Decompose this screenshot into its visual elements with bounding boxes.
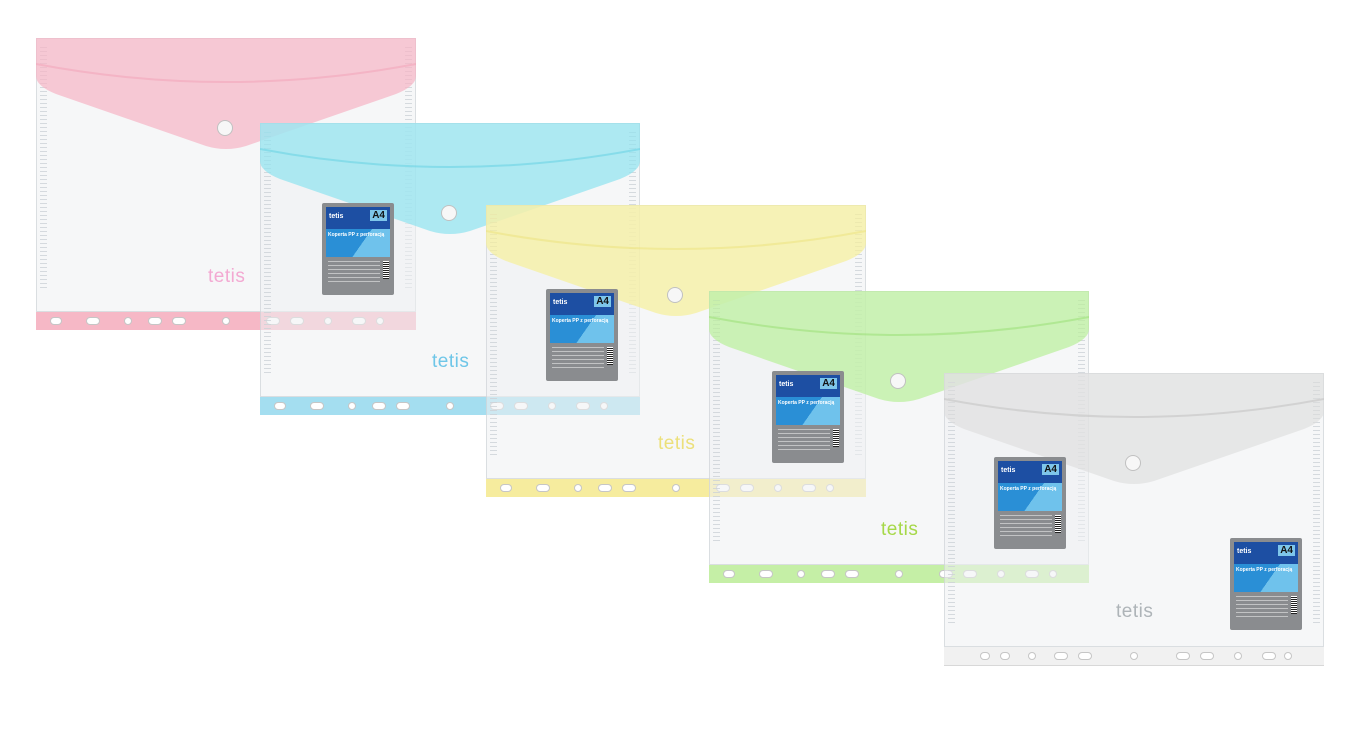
tetis-logo: tetis (881, 519, 918, 541)
perforation-strip (1313, 382, 1320, 624)
envelope-flap (709, 291, 1089, 402)
product-label: tetis A4 Koperta PP z perforacją (772, 371, 844, 463)
snap-button (667, 287, 683, 303)
perforation-strip (713, 300, 720, 542)
label-format: A4 (820, 378, 837, 389)
perforated-edge (944, 647, 1324, 666)
tetis-logo: tetis (432, 351, 469, 373)
tetis-logo: tetis (1116, 601, 1153, 623)
barcode (607, 347, 613, 365)
envelope-flap (486, 205, 866, 316)
label-brand: tetis (779, 381, 794, 388)
label-text-lines (1236, 596, 1288, 618)
envelope-blue: tetis A4 Koperta PP z perforacją tetis (260, 123, 640, 415)
envelope-flap (36, 38, 416, 149)
barcode (1055, 515, 1061, 533)
label-brand: tetis (1237, 548, 1252, 555)
label-text-lines (1000, 515, 1052, 537)
label-title: Koperta PP z perforacją (1000, 486, 1057, 492)
label-title: Koperta PP z perforacją (1236, 567, 1293, 573)
label-brand: tetis (1001, 467, 1016, 474)
perforation-strip (264, 132, 271, 374)
label-text-lines (328, 261, 380, 283)
envelope-flap (944, 373, 1324, 484)
snap-button (890, 373, 906, 389)
logo-text: tetis (881, 519, 919, 540)
perforation-strip (948, 382, 955, 624)
label-brand: tetis (553, 299, 568, 306)
label-title: Koperta PP z perforacją (552, 318, 609, 324)
logo-text: tetis (658, 433, 696, 454)
logo-text: tetis (432, 351, 470, 372)
product-label: tetis A4 Koperta PP z perforacją (546, 289, 618, 381)
label-title: Koperta PP z perforacją (328, 232, 385, 238)
envelope-clear: tetis A4 Koperta PP z perforacją tetis A… (944, 373, 1324, 666)
label-format: A4 (594, 296, 611, 307)
label-brand: tetis (329, 213, 344, 220)
label-format: A4 (370, 210, 387, 221)
barcode (1291, 596, 1297, 614)
logo-text: tetis (208, 266, 246, 287)
logo-text: tetis (1116, 601, 1154, 622)
perforation-strip (490, 214, 497, 456)
barcode (833, 429, 839, 447)
snap-button (1125, 455, 1141, 471)
snap-button (441, 205, 457, 221)
barcode (383, 261, 389, 279)
product-label: tetis A4 Koperta PP z perforacją (322, 203, 394, 295)
envelope-flap (260, 123, 640, 234)
label-format: A4 (1278, 545, 1295, 556)
label-title: Koperta PP z perforacją (778, 400, 835, 406)
tetis-logo: tetis (208, 266, 245, 288)
tetis-logo: tetis (658, 433, 695, 455)
product-label: tetis A4 Koperta PP z perforacją (1230, 538, 1302, 630)
snap-button (217, 120, 233, 136)
label-format: A4 (1042, 464, 1059, 475)
label-text-lines (778, 429, 830, 451)
product-label: tetis A4 Koperta PP z perforacją (994, 457, 1066, 549)
label-text-lines (552, 347, 604, 369)
perforation-strip (40, 47, 47, 289)
